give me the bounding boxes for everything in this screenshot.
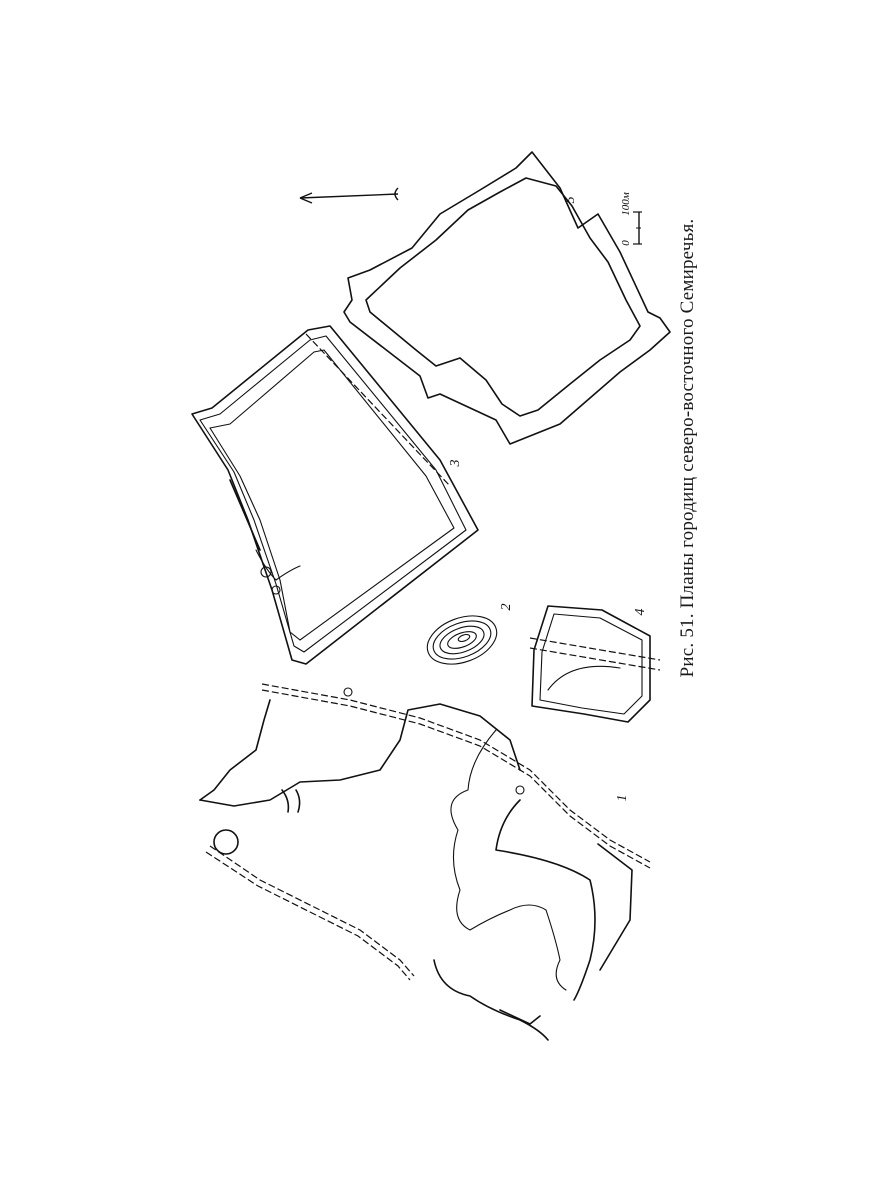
plan-1-outline xyxy=(200,684,650,1040)
north-arrow-icon xyxy=(300,188,398,203)
scale-bar xyxy=(633,212,642,244)
plan-3-outline xyxy=(192,326,478,664)
plan-2-outline xyxy=(421,607,504,673)
plan-4-outline xyxy=(530,606,660,722)
